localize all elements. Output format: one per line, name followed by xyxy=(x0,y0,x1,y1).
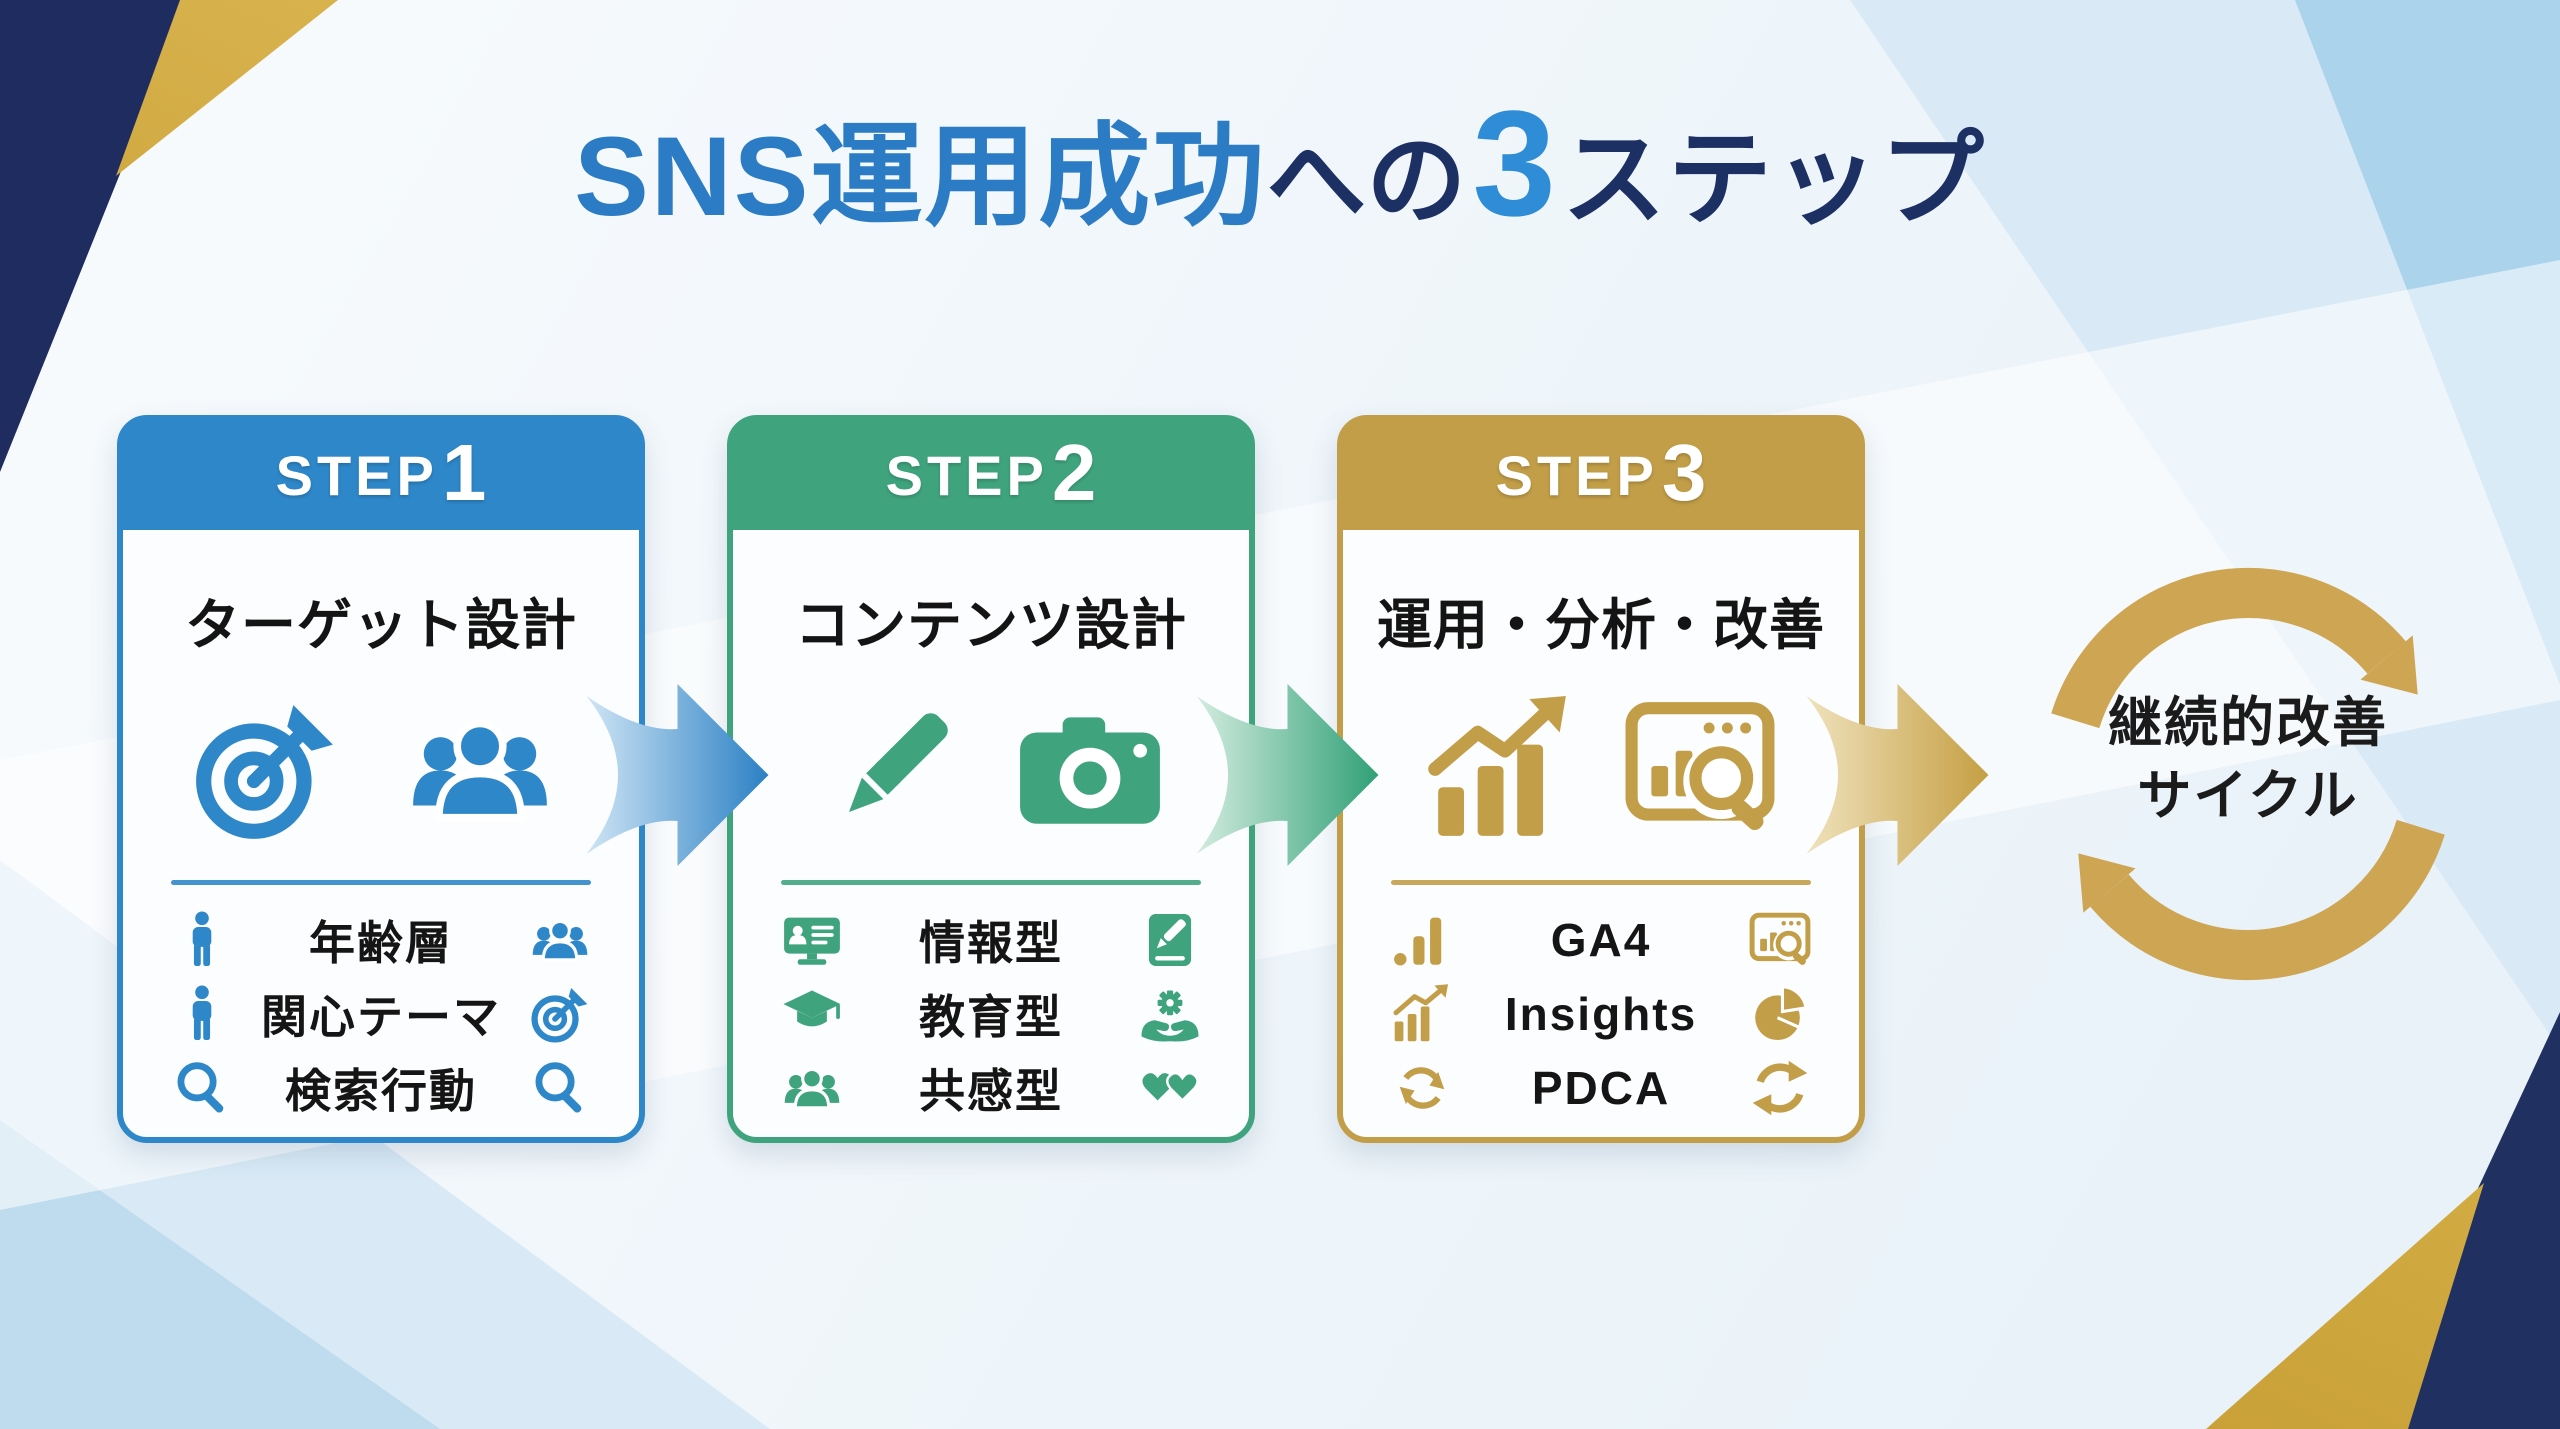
list-item: Insights xyxy=(1379,981,1823,1047)
item-label: 教育型 xyxy=(919,991,1063,1043)
item-label: 情報型 xyxy=(919,917,1063,969)
item-label: 関心テーマ xyxy=(261,991,501,1043)
hearts-icon xyxy=(1139,1057,1201,1119)
users-group-icon xyxy=(529,909,591,971)
graduation-cap-icon xyxy=(781,983,843,1045)
step1-badge: STEP xyxy=(275,443,438,507)
camera-icon xyxy=(1014,693,1166,845)
title-part-number: 3 xyxy=(1472,79,1556,247)
step3-number: 3 xyxy=(1661,428,1707,517)
item-label: 共感型 xyxy=(919,1065,1063,1117)
person-icon xyxy=(171,909,233,971)
item-label: PDCA xyxy=(1531,1062,1671,1114)
step2-divider xyxy=(781,880,1201,885)
person-icon xyxy=(171,983,233,1045)
browser-analytics-icon xyxy=(1624,693,1776,845)
step2-number: 2 xyxy=(1051,428,1097,517)
page-title: SNS運用成功への3ステップ xyxy=(0,88,2560,238)
list-item: PDCA xyxy=(1379,1055,1823,1121)
step3-item-list: GA4 Insights PDCA xyxy=(1379,907,1823,1121)
cycle-label-line1: 継続的改善 xyxy=(2108,692,2388,753)
title-part-middle: への xyxy=(1266,125,1467,237)
step3-heading: 運用・分析・改善 xyxy=(1376,594,1825,656)
list-item: 検索行動 xyxy=(159,1055,603,1121)
step3-divider xyxy=(1391,880,1811,885)
cycle-label: 継続的改善 サイクル xyxy=(2108,687,2388,833)
flow-arrow-step3-to-cycle xyxy=(1806,684,1989,866)
item-label: 検索行動 xyxy=(285,1065,477,1117)
flow-arrow-step1-to-step2 xyxy=(586,684,769,866)
note-pen-icon xyxy=(1139,909,1201,971)
recycle-icon xyxy=(1391,1057,1453,1119)
improvement-cycle: 継続的改善 サイクル xyxy=(2012,538,2484,1010)
step2-main-icons xyxy=(733,684,1249,854)
chart-growth-icon xyxy=(1391,983,1453,1045)
list-item: 関心テーマ xyxy=(159,981,603,1047)
step1-divider xyxy=(171,880,591,885)
title-part-main: SNS運用成功 xyxy=(574,114,1267,239)
bars-analytics-icon xyxy=(1391,909,1453,971)
item-label: 年齢層 xyxy=(309,917,453,969)
hands-gear-icon xyxy=(1139,983,1201,1045)
list-item: 共感型 xyxy=(769,1055,1213,1121)
title-part-end: ステップ xyxy=(1561,122,1986,238)
target-icon xyxy=(529,983,591,1045)
list-item: 年齢層 xyxy=(159,907,603,973)
item-label: GA4 xyxy=(1550,914,1652,966)
step3-badge: STEP xyxy=(1495,443,1658,507)
users-group-icon xyxy=(388,693,572,845)
step2-heading: コンテンツ設計 xyxy=(794,594,1187,656)
flow-arrow-step2-to-step3 xyxy=(1196,684,1379,866)
step3-main-icons xyxy=(1343,684,1859,854)
pie-chart-icon xyxy=(1749,983,1811,1045)
step1-item-list: 年齢層 関心テーマ 検索行動 xyxy=(159,907,603,1121)
search-icon xyxy=(529,1057,591,1119)
list-item: 教育型 xyxy=(769,981,1213,1047)
target-icon xyxy=(190,693,342,845)
list-item: 情報型 xyxy=(769,907,1213,973)
step1-number: 1 xyxy=(441,428,487,517)
cycle-label-line2: サイクル xyxy=(2137,765,2359,826)
step2-item-list: 情報型 教育型 共感型 xyxy=(769,907,1213,1121)
pen-icon xyxy=(816,693,968,845)
sync-arrows-icon xyxy=(1749,1057,1811,1119)
search-icon xyxy=(171,1057,233,1119)
item-label: Insights xyxy=(1504,988,1698,1040)
step2-badge: STEP xyxy=(885,443,1048,507)
browser-analytics-icon xyxy=(1749,909,1811,971)
chart-growth-icon xyxy=(1426,693,1578,845)
list-item: GA4 xyxy=(1379,907,1823,973)
screen-profile-icon xyxy=(781,909,843,971)
users-group-icon xyxy=(781,1057,843,1119)
step1-main-icons xyxy=(123,684,639,854)
step1-heading: ターゲット設計 xyxy=(184,594,577,656)
